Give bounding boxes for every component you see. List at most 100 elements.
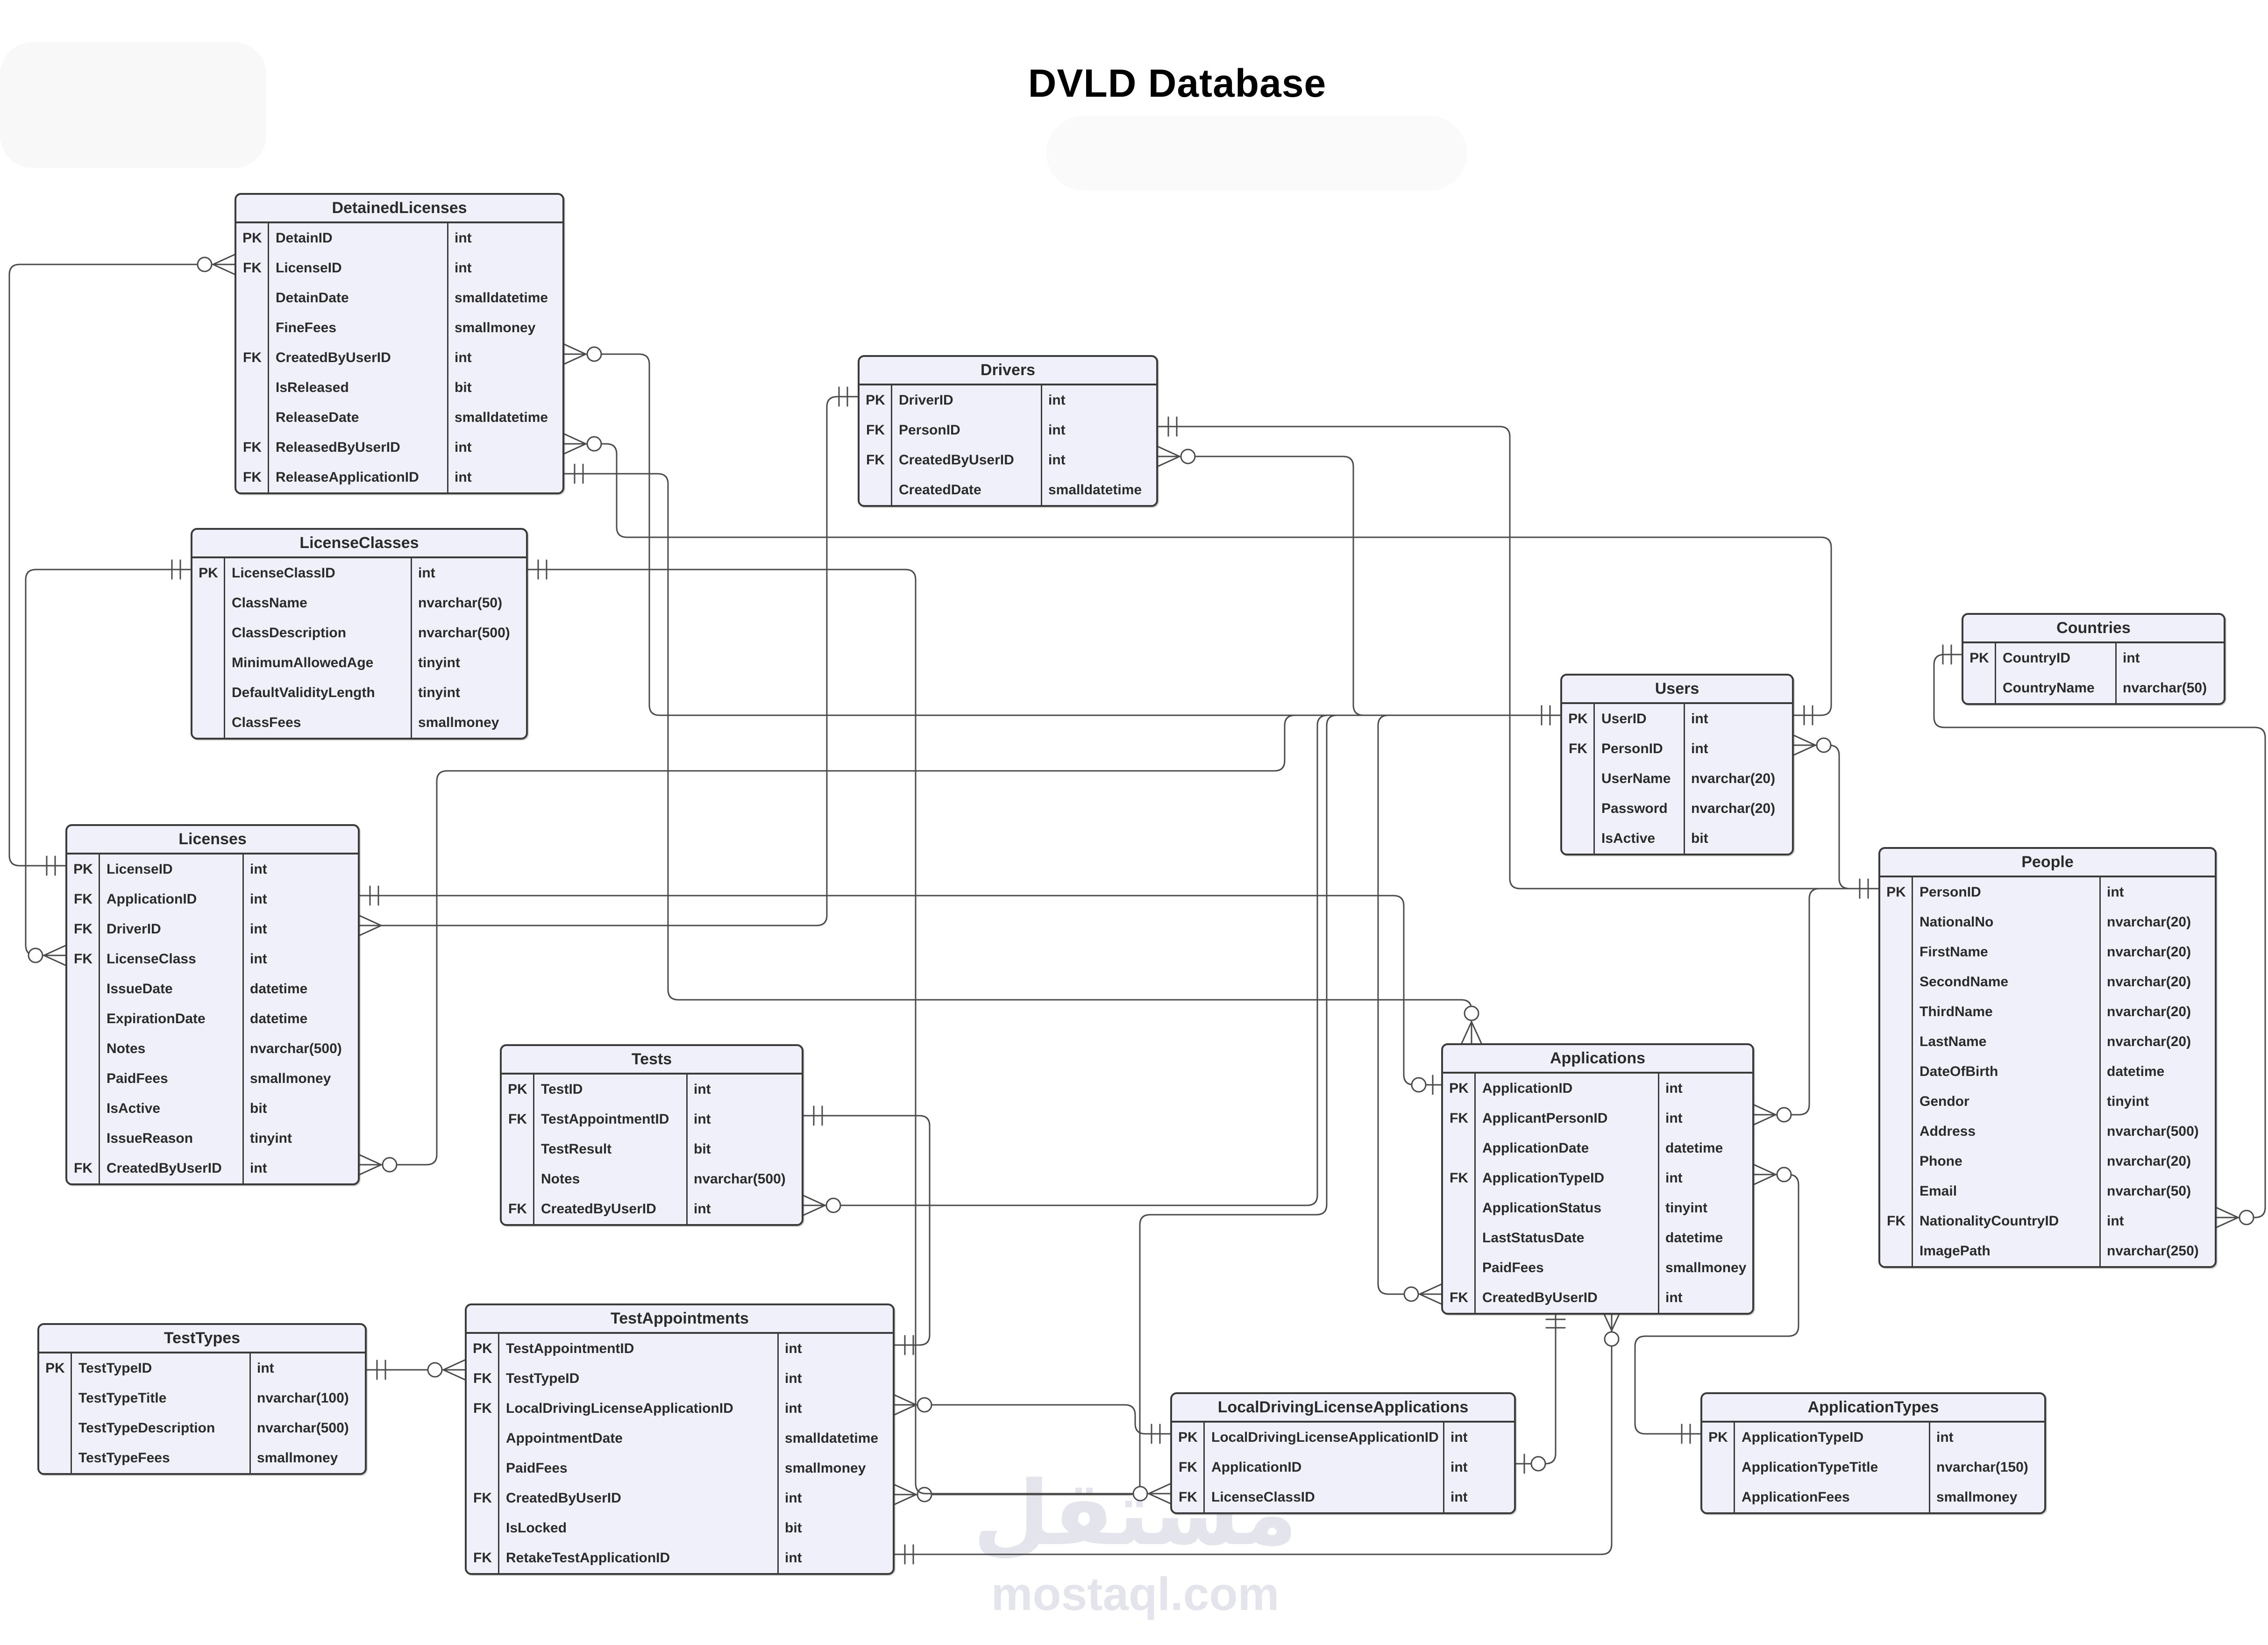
field-type: nvarchar(500) bbox=[250, 1041, 342, 1056]
field-name: TestTypeDescription bbox=[78, 1420, 215, 1436]
field-key: FK bbox=[1450, 1170, 1468, 1186]
field-key: PK bbox=[473, 1341, 492, 1356]
field-name: ReleaseDate bbox=[276, 410, 359, 425]
field-type: smalldatetime bbox=[455, 410, 548, 425]
field-type: smallmoney bbox=[250, 1071, 331, 1086]
field-type: nvarchar(20) bbox=[2107, 974, 2191, 990]
table-title: LicenseClasses bbox=[192, 530, 526, 558]
field-key: PK bbox=[866, 392, 885, 408]
type-divider bbox=[1658, 1074, 1659, 1313]
type-divider bbox=[1041, 385, 1042, 505]
field-type: int bbox=[785, 1550, 802, 1566]
field-name: CreatedByUserID bbox=[107, 1161, 222, 1176]
field-name: DriverID bbox=[899, 392, 953, 408]
key-divider bbox=[224, 558, 225, 738]
field-type: int bbox=[418, 565, 435, 581]
field-name: UserID bbox=[1601, 711, 1647, 726]
field-type: int bbox=[250, 862, 267, 877]
field-name: LicenseID bbox=[107, 862, 173, 877]
field-name: DetainID bbox=[276, 230, 333, 246]
field-name: Notes bbox=[541, 1171, 580, 1187]
field-type: bit bbox=[455, 380, 472, 395]
field-name: TestAppointmentID bbox=[506, 1341, 634, 1356]
field-type: tinyint bbox=[418, 655, 460, 670]
field-row: PaidFees smallmoney bbox=[67, 1064, 358, 1094]
field-key: FK bbox=[508, 1111, 527, 1127]
field-type: datetime bbox=[1665, 1140, 1723, 1156]
field-type: int bbox=[694, 1201, 711, 1217]
field-name: ApplicationTypeID bbox=[1742, 1430, 1864, 1445]
key-divider bbox=[498, 1334, 499, 1573]
field-name: Email bbox=[1920, 1183, 1957, 1199]
field-name: Gendor bbox=[1920, 1094, 1969, 1109]
type-divider bbox=[447, 223, 448, 492]
field-name: LicenseClassID bbox=[1211, 1489, 1315, 1505]
field-type: nvarchar(500) bbox=[2107, 1124, 2199, 1139]
field-type: int bbox=[1936, 1430, 1954, 1445]
key-divider bbox=[891, 385, 892, 505]
field-name: CountryName bbox=[2003, 680, 2095, 696]
field-name: Notes bbox=[107, 1041, 146, 1056]
field-row: ReleaseDate smalldatetime bbox=[236, 403, 562, 433]
field-type: nvarchar(50) bbox=[418, 595, 503, 611]
field-type: nvarchar(150) bbox=[1936, 1460, 2028, 1475]
field-name: PaidFees bbox=[107, 1071, 168, 1086]
field-type: int bbox=[785, 1490, 802, 1506]
field-type: smallmoney bbox=[418, 715, 499, 730]
field-type: nvarchar(50) bbox=[2123, 680, 2207, 696]
field-key: FK bbox=[1179, 1489, 1197, 1505]
table-title: TestTypes bbox=[39, 1325, 365, 1353]
field-key: PK bbox=[1969, 650, 1989, 666]
page-title: DVLD Database bbox=[1028, 61, 1327, 105]
field-key: FK bbox=[74, 921, 92, 937]
field-name: ClassDescription bbox=[232, 625, 347, 641]
field-name: TestTypeID bbox=[506, 1371, 580, 1386]
field-name: TestResult bbox=[541, 1141, 612, 1157]
field-key: FK bbox=[1179, 1460, 1197, 1475]
field-type: bit bbox=[250, 1101, 267, 1116]
field-key: FK bbox=[1450, 1111, 1468, 1126]
field-type: int bbox=[455, 470, 472, 485]
key-divider bbox=[99, 855, 100, 1183]
field-name: FirstName bbox=[1920, 944, 1988, 960]
table-title: Users bbox=[1562, 676, 1792, 704]
field-name: IssueDate bbox=[107, 981, 173, 997]
field-name: SecondName bbox=[1920, 974, 2009, 990]
key-divider bbox=[268, 223, 269, 492]
field-key: FK bbox=[1887, 1213, 1905, 1229]
field-name: PaidFees bbox=[506, 1460, 568, 1476]
field-type: smallmoney bbox=[785, 1460, 866, 1476]
field-key: FK bbox=[74, 1161, 92, 1176]
field-key: PK bbox=[1886, 884, 1906, 900]
field-name: TestTypeFees bbox=[78, 1450, 170, 1466]
field-name: IsActive bbox=[1601, 831, 1656, 846]
field-key: FK bbox=[473, 1490, 492, 1506]
field-key: FK bbox=[74, 891, 92, 907]
